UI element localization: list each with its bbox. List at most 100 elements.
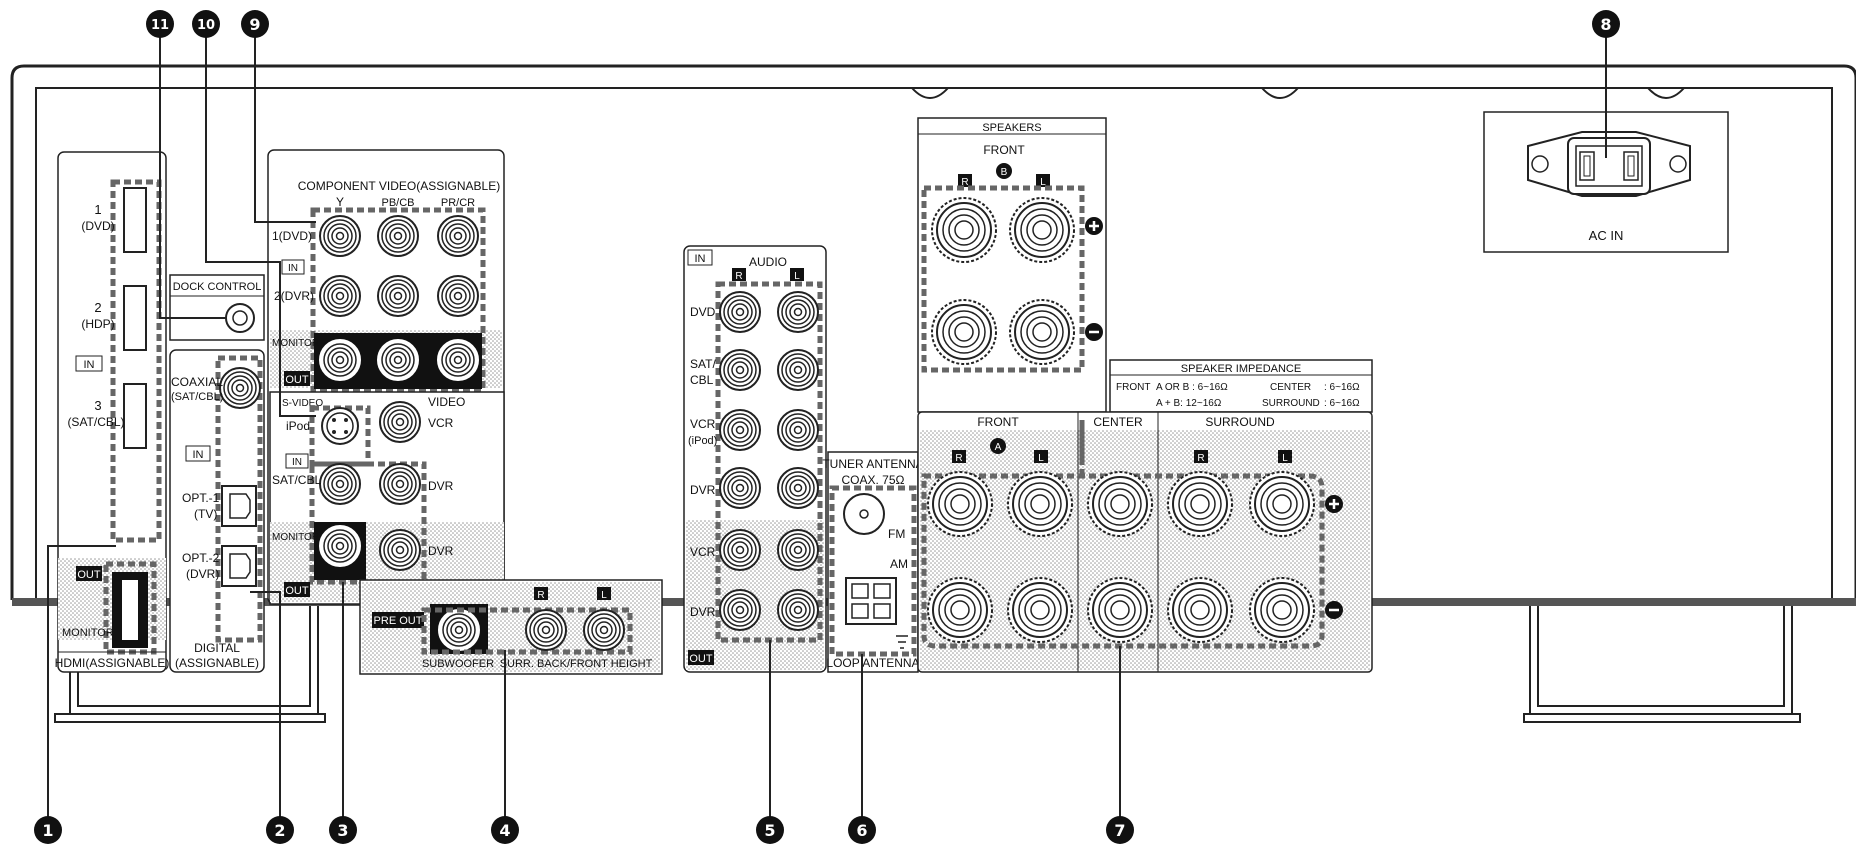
video-vcr-label: VCR <box>428 416 454 430</box>
callout-3: 3 <box>329 816 357 844</box>
hdmi-in-2-sub: (HDP) <box>81 317 114 331</box>
speakers-b-section: SPEAKERS FRONT B R L <box>917 117 1107 413</box>
speaker-surround-l-plus[interactable] <box>1249 471 1315 537</box>
audio-vcr-l-jack[interactable] <box>777 409 819 451</box>
preout-label: PRE OUT <box>374 615 423 627</box>
callout-4-number: 4 <box>499 821 510 840</box>
speaker-a-front-l-minus[interactable] <box>1007 577 1073 643</box>
surround-l-label: L <box>1282 453 1288 464</box>
callout-6-number: 6 <box>856 821 867 840</box>
subwoofer-jack[interactable] <box>438 609 480 651</box>
preout-l-label: L <box>601 590 607 601</box>
audio-vcr-label-2: (iPod) <box>688 435 717 447</box>
callout-5: 5 <box>756 816 784 844</box>
hdmi-in-2-port[interactable] <box>123 285 147 351</box>
speaker-b-front-l-plus[interactable] <box>1009 197 1075 263</box>
impedance-surround-label: SURROUND <box>1262 398 1320 409</box>
audio-dvd-l-jack[interactable] <box>777 291 819 333</box>
speaker-b-front-l-minus[interactable] <box>1009 299 1075 365</box>
audio-vcr-out-l-jack[interactable] <box>777 529 819 571</box>
callout-3-number: 3 <box>337 821 348 840</box>
plus-icon <box>1085 217 1103 235</box>
surr-back-r-jack[interactable] <box>525 609 567 651</box>
video-vcr-jack[interactable] <box>379 401 421 443</box>
audio-vcr-out-label: VCR <box>690 545 716 559</box>
component-2-y-jack[interactable] <box>319 275 361 317</box>
callout-leader-lines <box>47 34 1607 820</box>
video-satcbl-label: SAT/CBL <box>272 473 321 487</box>
component-2-pb-jack[interactable] <box>377 275 419 317</box>
component-1-pr-jack[interactable] <box>437 215 479 257</box>
component-monitor-y-jack[interactable] <box>319 339 361 381</box>
hdmi-in-3-port[interactable] <box>123 383 147 449</box>
audio-dvd-label: DVD <box>690 305 716 319</box>
video-satcbl-jack[interactable] <box>319 463 361 505</box>
speakers-b-label: B <box>1001 167 1008 178</box>
video-ipod-label: iPod <box>286 419 310 433</box>
video-dvr-in-jack[interactable] <box>379 463 421 505</box>
preout-r-label: R <box>537 590 544 601</box>
speakers-title: SPEAKERS <box>982 122 1041 134</box>
component-2-pr-jack[interactable] <box>437 275 479 317</box>
video-monitor-out-jack[interactable] <box>319 525 361 567</box>
audio-dvd-r-jack[interactable] <box>719 291 761 333</box>
speaker-a-front-r-minus[interactable] <box>927 577 993 643</box>
impedance-center-label: CENTER <box>1270 382 1311 393</box>
audio-dvr-l-jack[interactable] <box>777 467 819 509</box>
speaker-center-plus[interactable] <box>1087 471 1153 537</box>
component-pb-label: PB/CB <box>381 197 414 209</box>
hdmi-title: HDMI(ASSIGNABLE) <box>55 656 170 670</box>
component-row2-label: 2(DVR) <box>274 289 314 303</box>
speaker-a-front-l-plus[interactable] <box>1007 471 1073 537</box>
speakers-b-r-label: R <box>961 177 968 188</box>
speakers-a-r-label: R <box>955 453 962 464</box>
speakers-a-l-label: L <box>1038 453 1044 464</box>
callout-8-number: 8 <box>1600 15 1611 34</box>
video-dvr-out-label: DVR <box>428 544 454 558</box>
speaker-surround-r-plus[interactable] <box>1167 471 1233 537</box>
digital-opt1-label: OPT.-1 <box>182 491 220 505</box>
callout-9-number: 9 <box>249 15 260 34</box>
digital-title-2: (ASSIGNABLE) <box>175 656 259 670</box>
audio-vcr-r-jack[interactable] <box>719 409 761 451</box>
digital-optical-2-port[interactable] <box>221 545 257 587</box>
digital-optical-1-port[interactable] <box>221 485 257 527</box>
surr-back-l-jack[interactable] <box>583 609 625 651</box>
component-monitor-pb-jack[interactable] <box>377 339 419 381</box>
subwoofer-label: SUBWOOFER <box>422 658 494 670</box>
audio-dvr-r-jack[interactable] <box>719 467 761 509</box>
audio-in-label: IN <box>695 253 706 265</box>
speaker-center-minus[interactable] <box>1087 577 1153 643</box>
video-monitor-label: MONITOR <box>272 532 319 543</box>
video-dvr-out-jack[interactable] <box>379 529 421 571</box>
audio-sat-r-jack[interactable] <box>719 349 761 391</box>
speaker-b-front-r-plus[interactable] <box>931 197 997 263</box>
component-1-pb-jack[interactable] <box>377 215 419 257</box>
speakers-a-label: A <box>995 442 1002 453</box>
hdmi-in-1-port[interactable] <box>123 187 147 253</box>
digital-opt2-label: OPT.-2 <box>182 551 220 565</box>
component-1-y-jack[interactable] <box>319 215 361 257</box>
hdmi-monitor-label: MONITOR <box>62 627 114 639</box>
callout-10: 10 <box>192 10 220 38</box>
audio-sat-l-jack[interactable] <box>777 349 819 391</box>
digital-in-label: IN <box>193 449 204 461</box>
audio-dvr-out-l-jack[interactable] <box>777 589 819 631</box>
callout-5-number: 5 <box>764 821 775 840</box>
speaker-surround-r-minus[interactable] <box>1167 577 1233 643</box>
digital-coaxial-jack[interactable] <box>219 367 261 409</box>
speaker-b-front-r-minus[interactable] <box>931 299 997 365</box>
impedance-center-value: : 6~16Ω <box>1324 382 1360 393</box>
component-monitor-pr-jack[interactable] <box>437 339 479 381</box>
audio-dvr-label: DVR <box>690 483 716 497</box>
audio-dvr-out-r-jack[interactable] <box>719 589 761 631</box>
tuner-am-label: AM <box>890 557 908 571</box>
audio-vcr-label-1: VCR <box>690 417 716 431</box>
audio-vcr-out-r-jack[interactable] <box>719 529 761 571</box>
speaker-surround-l-minus[interactable] <box>1249 577 1315 643</box>
audio-sat-label-1: SAT/ <box>690 357 716 371</box>
speaker-a-front-r-plus[interactable] <box>927 471 993 537</box>
impedance-title: SPEAKER IMPEDANCE <box>1181 363 1301 375</box>
callout-9: 9 <box>241 10 269 38</box>
